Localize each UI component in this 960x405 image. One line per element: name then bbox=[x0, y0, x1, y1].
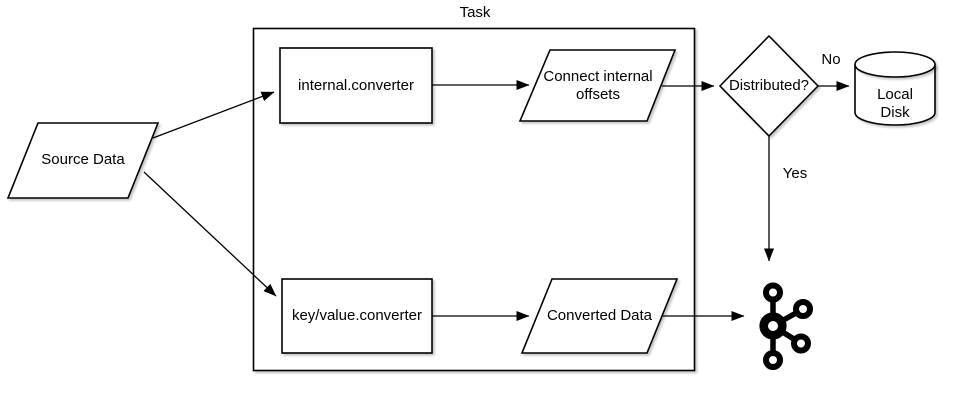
kafka-icon bbox=[759, 282, 813, 370]
distributed-diamond-shape bbox=[718, 34, 820, 138]
arrow-source-to-internal-converter bbox=[152, 91, 275, 139]
arrow-source-to-keyvalue-converter bbox=[143, 171, 277, 297]
converted-data-shape bbox=[520, 278, 679, 354]
source-data-shape bbox=[6, 122, 160, 199]
connect-internal-offsets-shape bbox=[518, 49, 677, 122]
internal-converter-shape bbox=[279, 47, 433, 124]
local-disk-cylinder-shape bbox=[854, 51, 936, 126]
key-value-converter-shape bbox=[281, 278, 433, 354]
flow-arrows bbox=[143, 80, 850, 321]
